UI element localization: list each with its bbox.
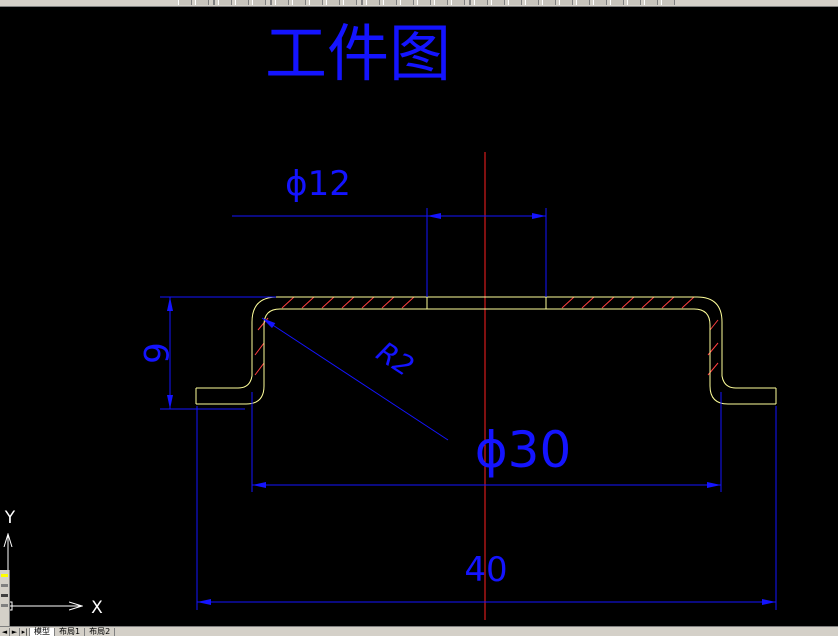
toolbar-button[interactable] (559, 0, 573, 5)
toolbar-button[interactable] (593, 0, 607, 5)
toolbar-button[interactable] (366, 0, 380, 5)
dimension-height (160, 296, 276, 410)
tab-model[interactable]: 模型 (30, 627, 55, 636)
palette-swatch[interactable] (1, 584, 8, 587)
toolbar-button[interactable] (451, 0, 465, 5)
toolbar-button[interactable] (525, 0, 539, 5)
dimension-overall-width (196, 406, 777, 610)
dimension-height-label: 6 (135, 342, 175, 364)
dimension-outer-diameter (251, 392, 722, 492)
toolbar-button[interactable] (218, 0, 232, 5)
toolbar-button[interactable] (542, 0, 556, 5)
toolbar-button[interactable] (400, 0, 414, 5)
toolbar-button[interactable] (178, 0, 192, 5)
palette-swatch[interactable] (1, 604, 8, 607)
palette-swatch[interactable] (1, 594, 8, 597)
ucs-icon (3, 534, 82, 611)
toolbar-button[interactable] (576, 0, 590, 5)
tab-scroll-first-button[interactable]: ◄ (0, 627, 10, 636)
tab-layout-1[interactable]: 布局1 (55, 627, 86, 636)
palette-swatch[interactable] (1, 574, 8, 577)
toolbar-button[interactable] (627, 0, 641, 5)
tab-scroll-last-button[interactable]: ▸| (20, 627, 30, 636)
toolbar-separator (361, 0, 363, 5)
toolbar-separator (213, 0, 215, 5)
toolbar-button[interactable] (292, 0, 306, 5)
dimension-outer-diameter-label: ϕ30 (475, 421, 572, 479)
toolbar-button[interactable] (491, 0, 505, 5)
toolbar-button[interactable] (252, 0, 266, 5)
tab-layout-2[interactable]: 布局2 (85, 627, 116, 636)
toolbar-button[interactable] (610, 0, 624, 5)
dimension-hole-diameter-label: ϕ12 (285, 164, 351, 204)
tab-scroll-next-button[interactable]: ► (10, 627, 20, 636)
toolbar-separator (270, 0, 272, 5)
toolbar-button[interactable] (383, 0, 397, 5)
dimension-hole-diameter (232, 208, 547, 297)
toolbar-separator (469, 0, 471, 5)
toolbar-button[interactable] (326, 0, 340, 5)
toolbar-strip (0, 0, 838, 7)
left-palette-edge (0, 570, 10, 626)
toolbar-button[interactable] (644, 0, 658, 5)
toolbar-button[interactable] (661, 0, 675, 5)
toolbar-button[interactable] (417, 0, 431, 5)
dimension-radius-label: R2 (371, 335, 420, 383)
dimension-overall-width-label: 40 (464, 550, 507, 590)
drawing-title: 工件图 (265, 17, 451, 90)
toolbar-button[interactable] (235, 0, 249, 5)
toolbar-button[interactable] (434, 0, 448, 5)
part-outline (195, 296, 777, 405)
dimension-radius-leader (261, 317, 449, 441)
toolbar-button[interactable] (343, 0, 357, 5)
toolbar-button[interactable] (474, 0, 488, 5)
toolbar-button[interactable] (309, 0, 323, 5)
toolbar-button[interactable] (275, 0, 289, 5)
ucs-x-label: X (91, 598, 103, 618)
layout-tab-bar: ◄ ► ▸| 模型 布局1 布局2 (0, 626, 838, 636)
toolbar-button[interactable] (195, 0, 209, 5)
toolbar-button[interactable] (508, 0, 522, 5)
ucs-y-label: Y (4, 508, 16, 528)
